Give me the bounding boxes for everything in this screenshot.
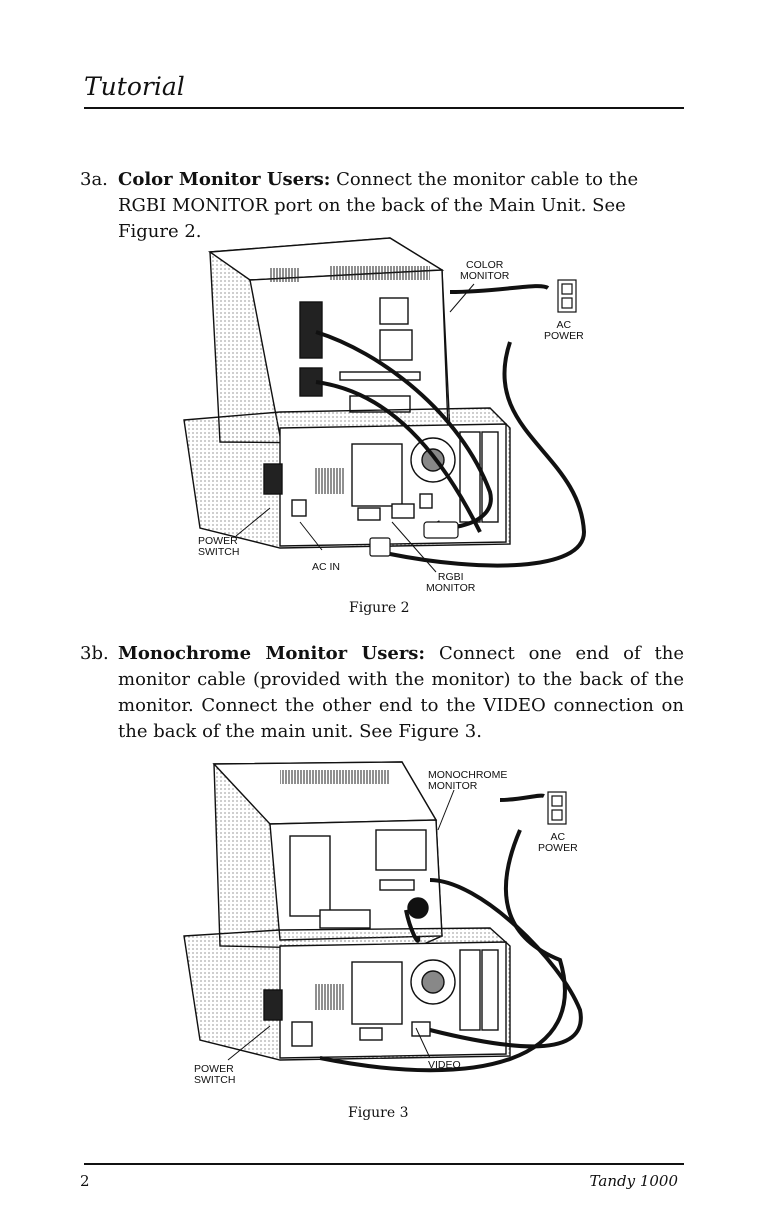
step-3b: 3b. Monochrome Monitor Users: Connect on… <box>80 641 684 745</box>
step-lead: Monochrome Monitor Users: <box>118 643 426 664</box>
label-video: VIDEO <box>428 1059 461 1071</box>
callout-leaders <box>235 283 475 573</box>
figure-3-illustration: MONOCHROME MONITOR AC POWER POWER SWITCH… <box>180 760 610 1098</box>
step-number: 3a. <box>80 169 108 190</box>
monochrome-monitor-unit <box>212 761 443 951</box>
figure-3-drawing <box>183 761 583 1073</box>
label-monochrome-monitor: MONOCHROME MONITOR <box>428 769 508 792</box>
figure-3-caption: Figure 3 <box>348 1105 409 1121</box>
wall-outlet <box>547 791 567 825</box>
label-ac-power: AC POWER <box>538 831 578 854</box>
callout-leaders <box>227 789 455 1061</box>
step-text: Connect the monitor cable to the RGBI MO… <box>118 169 639 242</box>
main-unit <box>183 927 511 1061</box>
page-header-title: Tutorial <box>84 72 185 101</box>
cables <box>319 793 583 1073</box>
label-ac-power: AC POWER <box>544 319 584 342</box>
label-power-switch: POWER SWITCH <box>194 1063 236 1086</box>
plugs <box>369 521 459 557</box>
label-rgbi-monitor: RGBI MONITOR <box>426 571 476 594</box>
figure-2-illustration: COLOR MONITOR AC POWER POWER SWITCH AC I… <box>180 232 610 604</box>
figure-2-caption: Figure 2 <box>349 600 410 616</box>
step-3a: 3a. Color Monitor Users: Connect the mon… <box>80 167 684 245</box>
wall-outlet <box>557 279 577 313</box>
page-number: 2 <box>80 1172 90 1190</box>
step-number: 3b. <box>80 643 109 664</box>
header-rule <box>84 107 684 109</box>
figure-2-drawing <box>183 237 587 573</box>
step-lead: Color Monitor Users: <box>118 169 331 190</box>
label-color-monitor: COLOR MONITOR <box>460 259 510 282</box>
color-monitor-unit <box>207 237 451 445</box>
label-power-switch: POWER SWITCH <box>198 535 240 558</box>
footer-rule <box>84 1163 684 1165</box>
main-unit <box>183 407 511 549</box>
footer-title: Tandy 1000 <box>589 1172 678 1190</box>
step-text: Connect one end of the monitor cable (pr… <box>118 643 684 742</box>
label-ac-in: AC IN <box>312 561 341 573</box>
